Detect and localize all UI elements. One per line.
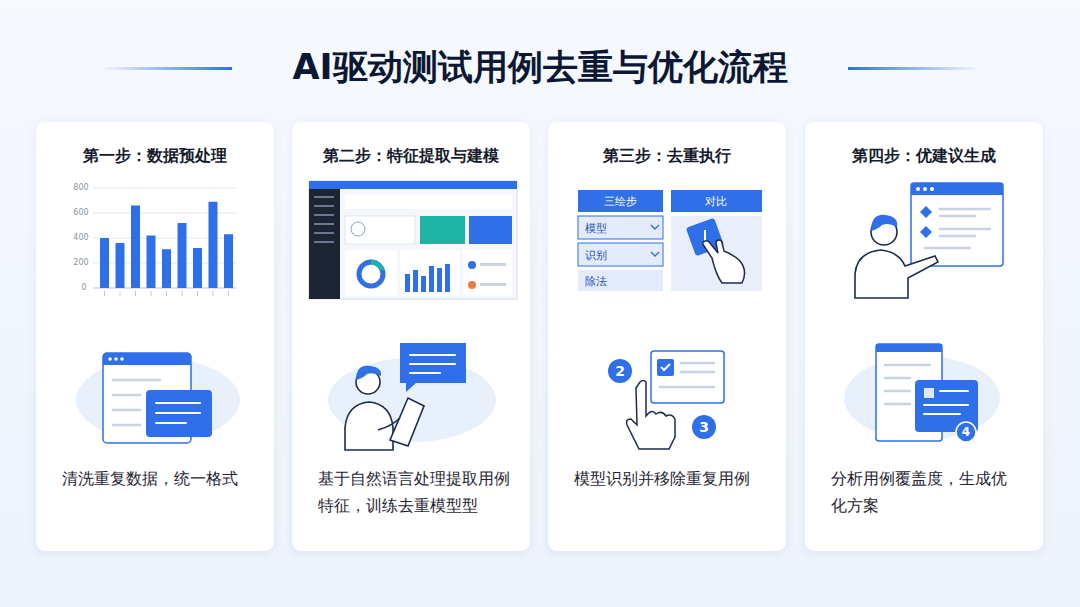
table-cell: 识别 xyxy=(585,250,607,261)
callout-number: 4 xyxy=(962,426,970,438)
step-card: 第一步：数据预处理清洗重复数据，统一格式 xyxy=(36,122,274,551)
table-cell: 除法 xyxy=(585,276,607,287)
window-illustration xyxy=(76,353,240,443)
title-rule xyxy=(100,67,232,70)
step-heading: 第四步：优建议生成 xyxy=(805,146,1043,167)
table-illustration xyxy=(578,190,762,291)
table-cell: 模型 xyxy=(585,223,607,234)
step-description: 模型识别并移除重复用例 xyxy=(574,465,779,492)
axis-tick: 400 xyxy=(73,234,88,242)
report-illustration xyxy=(844,344,1000,442)
person-illustration xyxy=(328,343,496,450)
step-description: 基于自然语言处理提取用例特征，训练去重模型型 xyxy=(318,465,524,519)
callout-number: 3 xyxy=(699,420,709,434)
axis-tick: 800 xyxy=(73,184,88,192)
step-heading: 第三步：去重执行 xyxy=(548,146,786,167)
dashboard-screenshot xyxy=(309,181,517,299)
checklist-illustration xyxy=(608,351,724,449)
step-description: 分析用例覆盖度，生成优化方案 xyxy=(831,465,1009,519)
table-cell: 对比 xyxy=(705,196,727,207)
axis-tick: 200 xyxy=(73,259,88,267)
step-description: 清洗重复数据，统一格式 xyxy=(62,465,267,492)
title-rule xyxy=(848,67,980,70)
step-card: 第三步：去重执行模型识别并移除重复用例 xyxy=(548,122,786,551)
table-cell: 三绘步 xyxy=(604,196,637,207)
callout-number: 2 xyxy=(615,364,625,378)
step-heading: 第二步：特征提取与建模 xyxy=(292,146,530,167)
diagram-title: AI驱动测试用例去重与优化流程 xyxy=(0,44,1080,91)
axis-tick: 600 xyxy=(73,209,88,217)
bar-chart xyxy=(93,188,236,296)
axis-tick: 0 xyxy=(81,284,86,292)
presenter-illustration xyxy=(855,183,1003,298)
step-heading: 第一步：数据预处理 xyxy=(36,146,274,167)
